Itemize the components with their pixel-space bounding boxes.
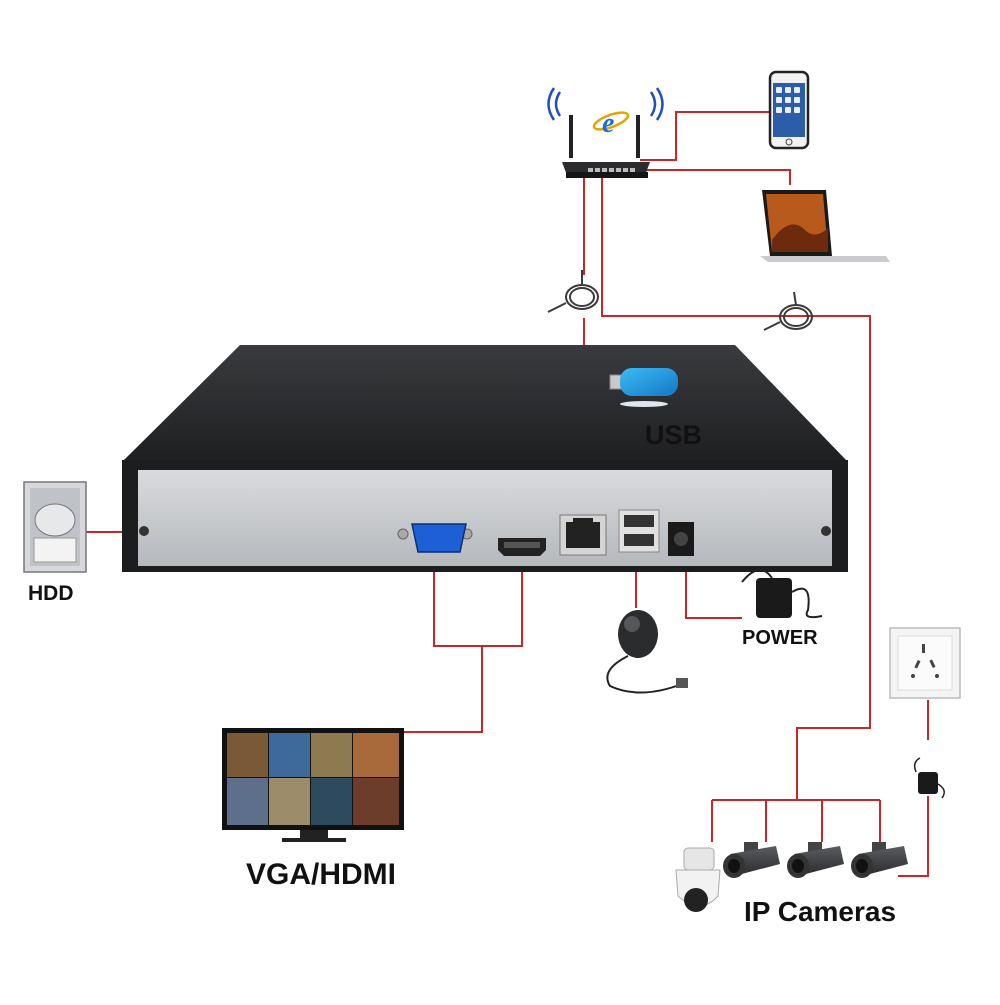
monitor-screen (227, 733, 399, 825)
camera-power-adapter-icon (913, 757, 945, 799)
ethernet-cable-icon (547, 270, 599, 313)
vga-hdmi-label: VGA/HDMI (246, 858, 396, 891)
wire-adapter-camera (898, 796, 929, 877)
hdmi-port-icon (498, 538, 546, 556)
monitor-icon (222, 728, 404, 842)
ptz-camera-icon (675, 847, 721, 912)
smartphone-icon (768, 70, 810, 150)
bullet-camera-icon-3 (851, 842, 908, 878)
browser-glyph: e (602, 108, 614, 139)
wire-monitor (404, 646, 483, 733)
wire-router-laptop (640, 169, 791, 185)
nvr-recorder-icon (122, 345, 848, 572)
usb-label: USB (645, 420, 703, 450)
ethernet-cable-icon-2 (763, 291, 813, 331)
vga-port-icon (397, 523, 473, 553)
wire-vga (433, 552, 523, 647)
wifi-icon (547, 87, 664, 121)
browser-icon: e (592, 108, 630, 139)
power-label: POWER (742, 627, 818, 649)
router-icon (562, 115, 650, 178)
wire-router-phone (640, 111, 770, 161)
bullet-camera-icon (723, 842, 780, 878)
wire-router-cameras (601, 178, 871, 800)
dc-power-port-icon (668, 522, 694, 556)
usb-stick-icon (609, 368, 678, 407)
lan-port-icon (559, 514, 607, 556)
bullet-camera-icon-2 (787, 842, 844, 878)
usb-port-icon (618, 509, 660, 553)
hdd-label: HDD (28, 582, 74, 605)
hdd-icon (23, 481, 87, 573)
wall-socket-icon (889, 627, 961, 699)
power-adapter-icon (741, 569, 823, 619)
laptop-icon (760, 190, 890, 262)
mouse-icon (606, 610, 688, 694)
wire-power (685, 556, 742, 619)
ip-cameras-label: IP Cameras (744, 896, 897, 927)
